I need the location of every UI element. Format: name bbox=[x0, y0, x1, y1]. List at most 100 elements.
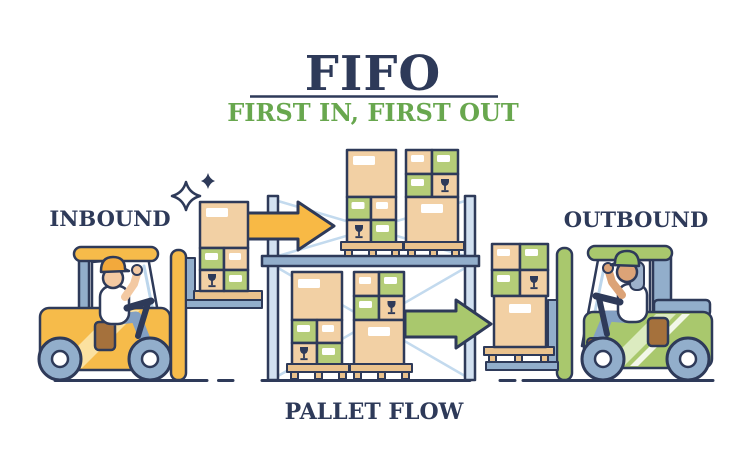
steering-column bbox=[592, 292, 624, 337]
shipping-label bbox=[297, 325, 310, 332]
shipping-label bbox=[437, 155, 450, 162]
shipping-label bbox=[359, 277, 371, 284]
shipping-label bbox=[298, 279, 320, 288]
shipping-label bbox=[353, 156, 375, 165]
inbound-forklift bbox=[37, 200, 263, 382]
carried-pallet-load bbox=[483, 242, 555, 363]
shipping-label bbox=[411, 155, 424, 162]
header: FIFO FIRST IN, FIRST OUT bbox=[227, 46, 519, 127]
box-tan-fragile bbox=[290, 341, 319, 367]
carried-pallet-load bbox=[193, 200, 263, 301]
shipping-label bbox=[384, 277, 397, 284]
pallet-leg bbox=[344, 249, 353, 257]
inbound-label: INBOUND bbox=[49, 206, 170, 231]
pallet-leg bbox=[488, 354, 497, 363]
shipping-label bbox=[322, 325, 334, 332]
box-tan bbox=[369, 195, 398, 222]
pallet-leg bbox=[429, 249, 438, 257]
inbound-flow-arrow-icon bbox=[245, 200, 336, 252]
pallet bbox=[286, 363, 350, 373]
shipping-label bbox=[205, 253, 218, 260]
box-tan-fragile bbox=[345, 218, 373, 245]
pallet-leg bbox=[401, 371, 410, 380]
box-green bbox=[404, 172, 434, 199]
rack-pallet-load-bottom-right bbox=[349, 270, 413, 380]
pallet-leg bbox=[514, 354, 523, 363]
pallet-leg bbox=[391, 249, 400, 257]
driver-seat bbox=[646, 316, 670, 348]
box-green bbox=[377, 270, 406, 298]
rear-wheel bbox=[665, 336, 711, 382]
steering-column bbox=[123, 297, 155, 339]
box-green bbox=[290, 318, 319, 345]
cab-rear-pillar bbox=[77, 256, 91, 316]
pallet-leg bbox=[290, 371, 299, 380]
shipping-label bbox=[421, 204, 443, 213]
box-tan-fragile bbox=[430, 172, 460, 199]
shipping-label bbox=[229, 275, 242, 282]
mast bbox=[169, 248, 188, 382]
box-tan bbox=[352, 270, 381, 298]
pallet bbox=[403, 241, 465, 251]
pallet bbox=[340, 241, 404, 251]
hard-hat-icon bbox=[99, 255, 131, 274]
sparkles bbox=[170, 173, 215, 212]
box-green bbox=[222, 268, 250, 293]
shipping-label bbox=[497, 249, 510, 256]
box-green bbox=[198, 246, 226, 272]
shipping-label bbox=[411, 179, 424, 186]
outbound-forklift bbox=[483, 242, 714, 382]
pallet-leg bbox=[338, 371, 347, 380]
shipping-label bbox=[376, 225, 389, 232]
rack-beam bbox=[260, 254, 481, 268]
sparkle-icon bbox=[170, 180, 202, 212]
box-tan bbox=[404, 195, 460, 245]
rack-upright-right bbox=[463, 194, 477, 382]
pallet-leg bbox=[314, 371, 323, 380]
shipping-label bbox=[525, 249, 538, 256]
fork bbox=[485, 361, 559, 371]
driver-hand bbox=[131, 264, 143, 276]
shipping-label bbox=[351, 202, 365, 209]
box-tan bbox=[222, 246, 250, 272]
rear-wheel bbox=[37, 336, 83, 382]
shipping-label bbox=[509, 304, 531, 313]
fork-carriage bbox=[547, 299, 558, 371]
rack-pallet-load-top-right bbox=[403, 148, 465, 257]
pallet-leg bbox=[540, 354, 549, 363]
shipping-label bbox=[368, 327, 390, 336]
box-green bbox=[315, 341, 344, 367]
pallet bbox=[193, 290, 263, 301]
mast bbox=[555, 246, 574, 382]
box-green bbox=[430, 148, 460, 176]
shipping-label bbox=[359, 301, 372, 308]
shipping-label bbox=[206, 208, 228, 217]
box-tan bbox=[198, 200, 250, 250]
page-title: FIFO bbox=[305, 46, 441, 102]
hard-hat-icon bbox=[609, 249, 641, 268]
box-green bbox=[490, 268, 522, 298]
box-green bbox=[518, 242, 550, 272]
front-wheel bbox=[127, 336, 173, 382]
box-green bbox=[345, 195, 373, 222]
shipping-label bbox=[376, 202, 388, 209]
shipping-label bbox=[229, 253, 241, 260]
driver-arm bbox=[121, 270, 141, 301]
front-wheel bbox=[580, 336, 626, 382]
box-tan bbox=[290, 270, 344, 322]
box-tan-fragile bbox=[377, 294, 406, 322]
box-green bbox=[352, 294, 381, 322]
pallet bbox=[349, 363, 413, 373]
sparkle-icon bbox=[201, 173, 215, 189]
shipping-label bbox=[322, 348, 335, 355]
fork bbox=[185, 299, 263, 309]
rack-pallet-load-top-left bbox=[340, 148, 404, 257]
shipping-label bbox=[497, 275, 510, 282]
driver bbox=[98, 255, 159, 350]
outbound-flow-arrow-icon bbox=[403, 298, 493, 350]
pallet-leg bbox=[407, 249, 416, 257]
box-tan-fragile bbox=[518, 268, 550, 298]
pallet-leg bbox=[451, 249, 460, 257]
driver-arm bbox=[605, 268, 626, 299]
